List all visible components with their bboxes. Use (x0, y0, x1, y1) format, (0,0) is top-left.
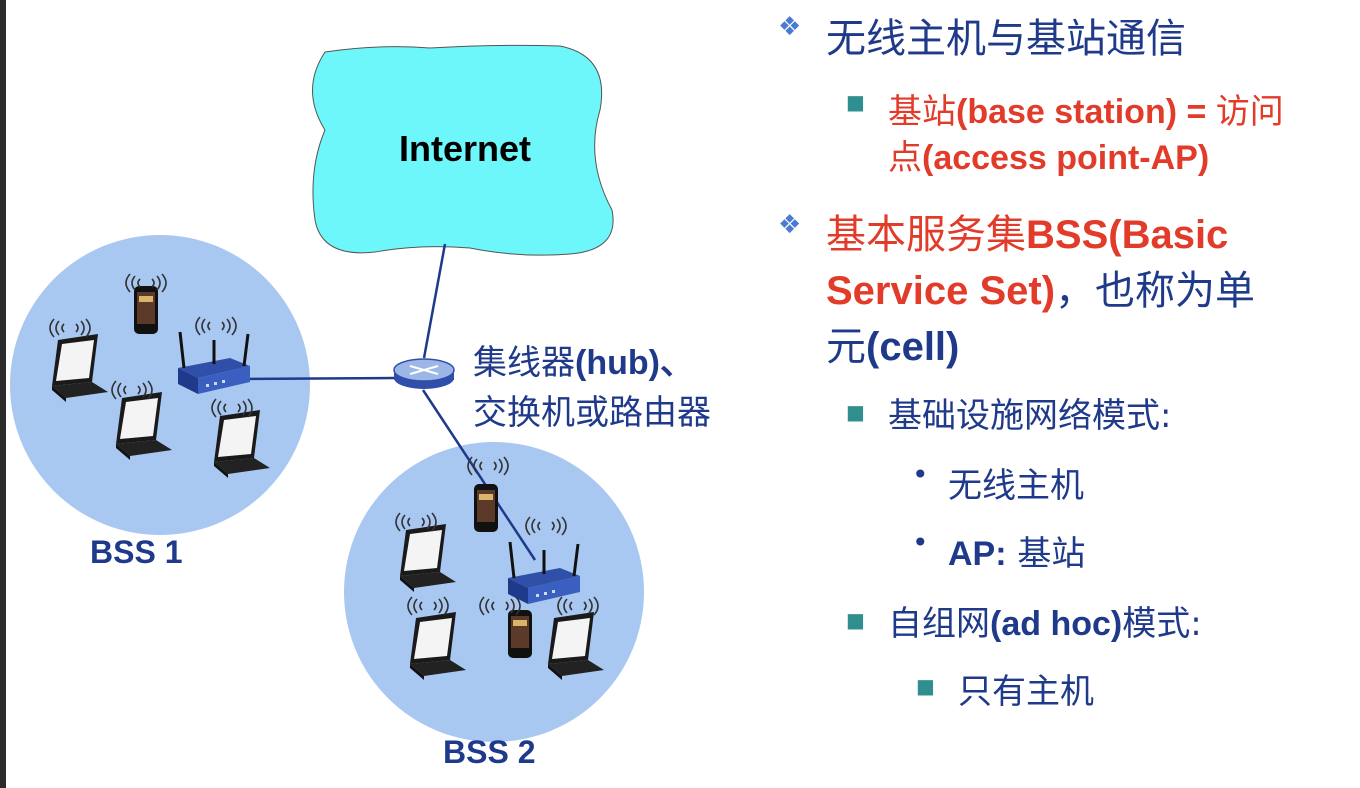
ap-en: AP: (948, 535, 1007, 573)
network-diagram (10, 44, 644, 742)
bullet-wireless-host: 无线主机 (948, 466, 1084, 506)
bss-cn: 基本服务集 (826, 212, 1026, 258)
adhoc-cn: 自组网 (888, 604, 990, 644)
bullet-hosts-only: 只有主机 (958, 672, 1094, 712)
bullet-ap: AP: 基站 (948, 526, 1085, 575)
hub-label-cn: 集线器 (473, 344, 575, 382)
square-bullet-icon: ■ (846, 608, 865, 632)
bullet-base-station-line1: 基站(base station) = 访问 (888, 84, 1284, 133)
square-bullet-icon: ■ (916, 674, 935, 698)
internet-cloud (312, 44, 614, 256)
base-station-item-cn: 基站 (1006, 534, 1086, 574)
link-cloud-hub (422, 243, 447, 359)
hub-label: 集线器(hub)、 交换机或路由器 (473, 338, 711, 438)
bullet-bss-line1: 基本服务集BSS(Basic (826, 202, 1228, 260)
bss1-phone-icon (134, 286, 158, 334)
bullet-base-station-line2: 点(access point-AP) (888, 130, 1209, 179)
bss-en: BSS(Basic (1026, 213, 1229, 257)
bss2-label: BSS 2 (443, 734, 536, 770)
link-bss1-hub (241, 376, 395, 381)
base-station-en: (base station) = (956, 93, 1216, 131)
square-bullet-icon: ■ (846, 90, 865, 114)
diamond-bullet-icon: ❖ (778, 210, 802, 240)
access-cn: 访问 (1215, 92, 1284, 132)
square-bullet-icon: ■ (846, 400, 865, 424)
mode-cn: 模式: (1122, 604, 1202, 644)
bss2-phone-icon-1 (474, 484, 498, 532)
cell-en: (cell) (866, 325, 960, 369)
hub-label-line1: 集线器(hub)、 (473, 338, 711, 388)
service-set-en: Service Set) (826, 269, 1056, 313)
base-station-cn: 基站 (888, 92, 956, 132)
access-point-en: (access point-AP) (922, 139, 1210, 177)
hub-label-en: (hub)、 (575, 344, 694, 382)
diamond-bullet-icon: ❖ (778, 12, 802, 42)
adhoc-en: (ad hoc) (990, 605, 1123, 643)
bullet-adhoc-mode: 自组网(ad hoc)模式: (888, 596, 1202, 645)
bullet-wireless-hosts: 无线主机与基站通信 (826, 16, 1186, 62)
dot-bullet-icon: • (912, 458, 929, 491)
dot-bullet-icon: • (912, 526, 929, 559)
link-hub-bss2 (421, 389, 537, 561)
bullet-bss-line3: 元(cell) (826, 314, 959, 372)
bss1-label: BSS 1 (90, 534, 183, 570)
bss2-phone-icon-2 (508, 610, 532, 658)
hub-label-line2: 交换机或路由器 (473, 394, 711, 432)
point-cn: 点 (888, 138, 922, 178)
bullet-infrastructure-mode: 基础设施网络模式: (888, 396, 1172, 436)
also-called-cn: ，也称为单 (1055, 268, 1256, 314)
bullet-bss-line2: Service Set)，也称为单 (826, 258, 1255, 316)
left-edge-bar (0, 0, 6, 788)
internet-label: Internet (399, 128, 532, 169)
hub-icon (393, 358, 455, 389)
cell-cn: 元 (826, 324, 866, 370)
